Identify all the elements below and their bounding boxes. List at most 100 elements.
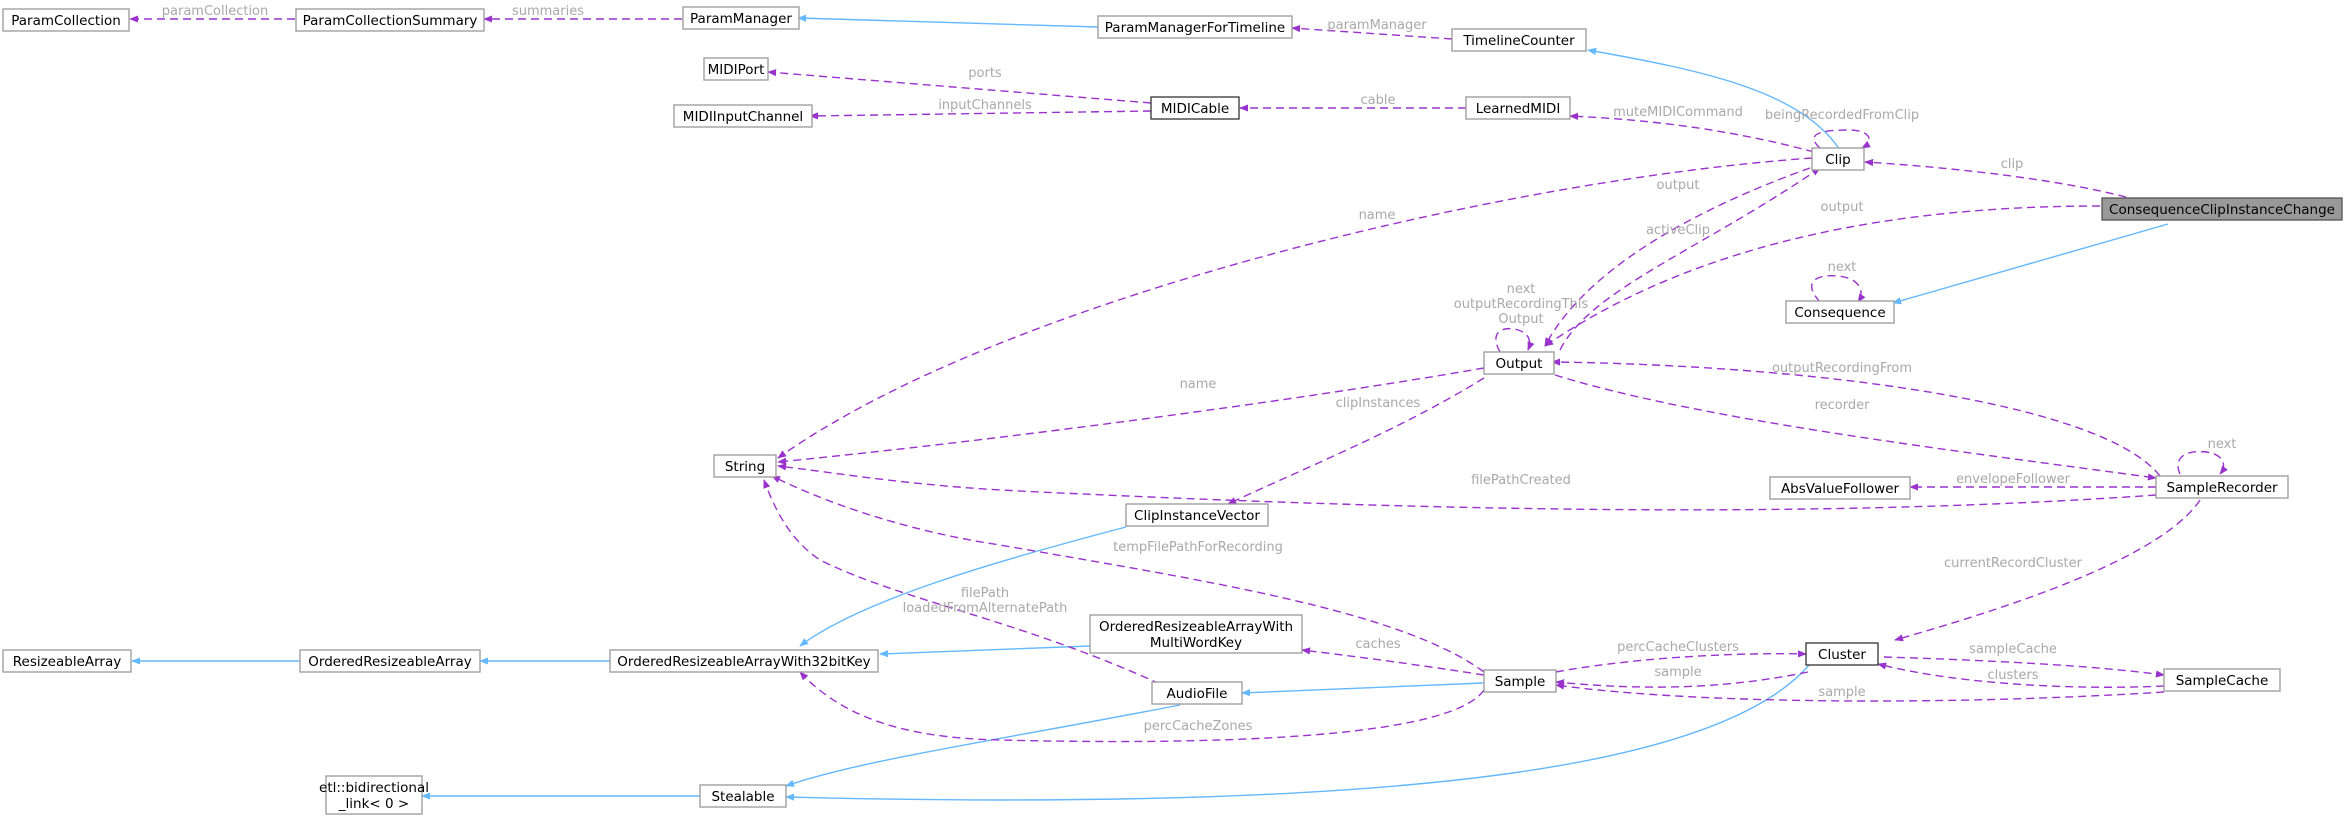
edge-timeline-counter-to-param-manager-for-timeline [1291,24,1453,40]
edge-consequence-clip-instance-change-to-consequence [1892,223,2169,305]
node-label-stealable: Stealable [711,789,774,805]
edge-output-to-clip-instance-vector [1227,377,1485,505]
node-ordered-resizeable-array[interactable]: OrderedResizeableArray [299,649,481,673]
edge-sample-recorder-to-output [1551,358,2161,477]
node-label-output: Output [1496,356,1543,372]
node-label-sample: Sample [1495,674,1546,690]
edge-label-file-path-created: filePathCreated [1471,473,1571,488]
edge-label-output-from-consequence: output [1821,200,1864,215]
node-param-collection[interactable]: ParamCollection [2,8,130,32]
edge-audio-file-to-stealable [785,704,1181,787]
node-midi-port[interactable]: MIDIPort [703,57,769,81]
edge-sample-recorder-to-cluster [1894,499,2201,642]
edge-clip-to-output [1544,167,1811,347]
node-consequence[interactable]: Consequence [1785,300,1895,324]
edge-sample-to-string [771,475,1485,673]
edge-cluster-to-stealable [785,663,1811,801]
edge-sample-to-audio-file [1241,682,1484,697]
edge-sample-cache-to-sample [1555,682,2165,702]
edge-output-to-clip-active [1559,167,1821,351]
edge-label-next-output-line3: Output [1498,312,1543,327]
node-midi-cable[interactable]: MIDICable [1150,96,1240,120]
edge-label-input-channels: inputChannels [938,98,1032,113]
edge-label-name-clip: name [1359,208,1396,223]
edge-clip-self-being-recorded [1813,129,1871,149]
edge-label-cable: cable [1361,93,1396,108]
node-label-timeline-counter: TimelineCounter [1462,33,1575,49]
node-label-clip: Clip [1825,152,1851,168]
edges [129,14,2228,801]
edge-label-param-manager: paramManager [1327,18,1427,33]
node-consequence-clip-instance-change[interactable]: ConsequenceClipInstanceChange [2101,197,2343,221]
node-ordered-resizeable-array-multiword-key[interactable]: OrderedResizeableArrayWith MultiWordKey [1089,614,1303,654]
edge-output-to-string [777,367,1485,465]
node-label-param-manager: ParamManager [690,11,792,27]
node-label-param-collection: ParamCollection [11,13,121,29]
node-sample-recorder[interactable]: SampleRecorder [2155,475,2289,499]
edge-label-temp-file-path: tempFilePathForRecording [1113,540,1283,555]
edge-label-summaries: summaries [512,4,584,19]
node-label-midi-input-channel: MIDIInputChannel [683,109,803,125]
node-learned-midi[interactable]: LearnedMIDI [1465,96,1571,120]
edge-output-self-next [1495,327,1535,353]
edge-label-next-output-line2: outputRecordingThis [1454,297,1589,312]
edge-clip-to-timeline-counter [1587,47,1841,151]
edge-label-sample-from-cluster: sample [1654,665,1701,680]
node-abs-value-follower[interactable]: AbsValueFollower [1769,476,1911,500]
node-label-consequence-clip-instance-change: ConsequenceClipInstanceChange [2109,202,2335,218]
edge-consequence-self-next [1811,274,1866,303]
edge-label-name-output: name [1180,377,1217,392]
edge-label-next-consequence: next [1828,260,1857,275]
node-param-manager-for-timeline[interactable]: ParamManagerForTimeline [1097,15,1293,39]
node-cluster[interactable]: Cluster [1805,642,1879,666]
node-ordered-resizeable-array-32bit-key[interactable]: OrderedResizeableArrayWith32bitKey [609,649,879,673]
edge-label-active-clip: activeClip [1646,223,1710,238]
edge-cluster-to-sample [1555,671,1809,688]
edge-label-current-record-cluster: currentRecordCluster [1944,556,2083,571]
node-clip-instance-vector[interactable]: ClipInstanceVector [1125,503,1269,527]
node-label-midi-cable: MIDICable [1161,101,1229,117]
node-stealable[interactable]: Stealable [699,784,787,808]
node-sample-cache[interactable]: SampleCache [2163,668,2281,692]
node-label-param-collection-summary: ParamCollectionSummary [303,13,478,29]
node-clip[interactable]: Clip [1811,147,1865,171]
edge-label-clip: clip [2001,157,2024,172]
node-label-ordered-resizeable-array-multiword-line2: MultiWordKey [1150,635,1242,651]
node-midi-input-channel[interactable]: MIDIInputChannel [673,104,813,128]
edge-label-clusters: clusters [1988,668,2039,683]
edge-ordered-array-multiword-to-ordered-array-32bit [879,645,1091,658]
node-label-midi-port: MIDIPort [708,62,765,78]
edge-label-next-sample-recorder: next [2208,437,2237,452]
node-label-ordered-resizeable-array: OrderedResizeableArray [308,654,471,670]
edge-sample-to-cluster-perc-cache [1555,650,1807,673]
edge-label-next-output-line1: next [1507,282,1536,297]
edge-sample-recorder-self-next [2177,450,2228,475]
edge-clip-instance-vector-to-ordered-array-32bit [799,526,1127,647]
edge-labels: paramCollection summaries paramManager p… [162,4,2237,734]
edge-label-caches: caches [1355,637,1400,652]
edge-label-being-recorded-from-clip: beingRecordedFromClip [1765,108,1919,123]
node-label-etl-bidirectional-line1: etl::bidirectional [319,780,429,796]
node-label-ordered-resizeable-array-multiword-line1: OrderedResizeableArrayWith [1099,619,1293,635]
edge-sample-recorder-to-string [777,463,2157,511]
edge-audio-file-to-string [763,479,1161,685]
node-label-abs-value-follower: AbsValueFollower [1781,481,1900,497]
node-label-clip-instance-vector: ClipInstanceVector [1134,508,1260,524]
node-param-collection-summary[interactable]: ParamCollectionSummary [295,8,485,32]
node-label-cluster: Cluster [1818,647,1866,663]
edge-sample-cache-to-cluster [1877,662,2165,688]
node-label-audio-file: AudioFile [1167,686,1228,702]
node-output[interactable]: Output [1483,351,1555,375]
node-audio-file[interactable]: AudioFile [1151,681,1243,705]
edge-label-perc-cache-clusters: percCacheClusters [1617,640,1739,655]
node-etl-bidirectional-link[interactable]: etl::bidirectional _link< 0 > [319,775,429,815]
node-timeline-counter[interactable]: TimelineCounter [1451,28,1587,52]
node-param-manager[interactable]: ParamManager [682,6,800,30]
node-label-param-manager-for-timeline: ParamManagerForTimeline [1105,20,1285,36]
node-sample[interactable]: Sample [1483,669,1557,693]
edge-label-output-from-clip: output [1657,178,1700,193]
node-string[interactable]: String [713,454,777,478]
node-resizeable-array[interactable]: ResizeableArray [2,649,132,673]
edge-label-perc-cache-zones: percCacheZones [1144,719,1253,734]
node-label-sample-recorder: SampleRecorder [2166,480,2278,496]
